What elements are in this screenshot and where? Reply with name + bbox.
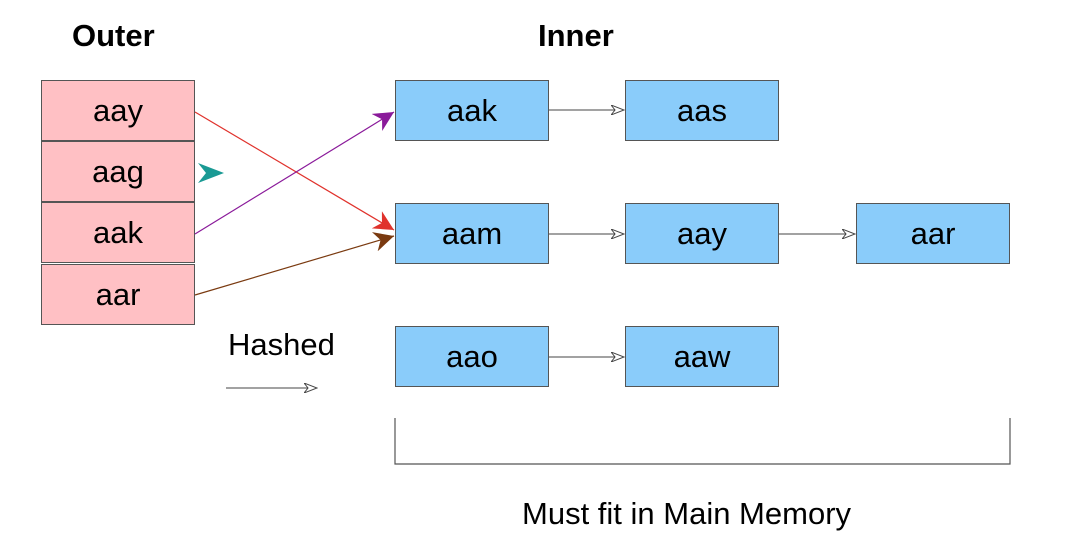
outer-cell: aay bbox=[41, 80, 195, 141]
probe-arrow-aar bbox=[194, 232, 395, 296]
inner-bucket-entry: aar bbox=[856, 203, 1010, 264]
inner-bucket-entry: aaw bbox=[625, 326, 779, 387]
probe-arrow-aak bbox=[194, 111, 395, 235]
outer-cell: aag bbox=[41, 141, 195, 202]
memory-label: Must fit in Main Memory bbox=[522, 496, 852, 531]
inner-bucket-entry: aak bbox=[395, 80, 549, 141]
memory-bracket bbox=[394, 418, 1011, 465]
hashed-label: Hashed bbox=[228, 327, 335, 362]
inner-bucket-entry: aay bbox=[625, 203, 779, 264]
outer-cell: aak bbox=[41, 202, 195, 263]
probe-arrow-aay bbox=[194, 111, 395, 231]
inner-bucket-entry: aao bbox=[395, 326, 549, 387]
inner-title: Inner bbox=[538, 18, 614, 53]
probe-arrow-aag bbox=[198, 163, 224, 183]
outer-cell: aar bbox=[41, 264, 195, 325]
inner-bucket-entry: aas bbox=[625, 80, 779, 141]
inner-bucket-entry: aam bbox=[395, 203, 549, 264]
outer-title: Outer bbox=[72, 18, 155, 53]
